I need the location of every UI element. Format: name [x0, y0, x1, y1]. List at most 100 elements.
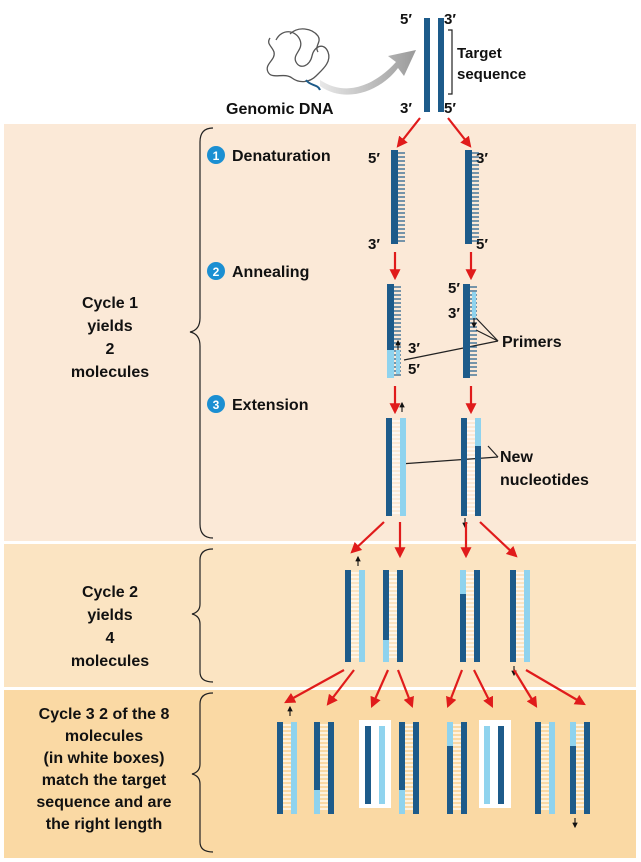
strand-segment — [291, 790, 297, 814]
strand-segment — [391, 150, 398, 244]
strand-segment — [345, 570, 351, 662]
red-arrow — [525, 669, 586, 706]
step-1-badge: 1 — [207, 146, 225, 164]
genomic-to-target-arrow — [320, 50, 416, 95]
cycle2-brace — [191, 548, 214, 683]
strand-segment — [359, 570, 365, 640]
strand-segment — [413, 722, 419, 814]
strand-segment — [570, 722, 576, 746]
cycle2-line1: Cycle 2 — [82, 584, 138, 601]
cycle3-line1: Cycle 3 2 of the 8 — [39, 706, 170, 723]
strand-segment — [465, 150, 472, 244]
strand-segment — [461, 418, 467, 516]
cycle2-panel — [4, 544, 636, 687]
strand-segment — [535, 722, 541, 814]
strand-segment — [365, 726, 371, 804]
strand-segment — [397, 570, 403, 662]
cycle3-molecule-1 — [277, 722, 297, 814]
primers-callout-lines — [403, 317, 499, 361]
denat-right-strand — [465, 150, 479, 244]
step-2-badge: 2 — [207, 262, 225, 280]
cycle3-brace — [191, 692, 214, 853]
strand-segment — [524, 594, 530, 662]
red-arrow — [370, 669, 390, 709]
strand-segment — [584, 722, 590, 814]
denat-left-strand — [391, 150, 405, 244]
red-arrow — [479, 521, 518, 558]
anneal-left-5-label: 5′ — [408, 361, 420, 378]
molecules-layer — [277, 150, 590, 814]
target-bracket — [448, 29, 453, 95]
strand-segment — [277, 722, 283, 814]
strand-segment — [399, 722, 405, 790]
strand-segment — [359, 640, 365, 662]
denat-right-5-label: 5′ — [476, 236, 488, 253]
cycle3-molecule-8 — [570, 722, 590, 814]
target-label-line2: sequence — [457, 66, 526, 83]
cycle1-line1: Cycle 1 — [82, 295, 138, 312]
cycle3-molecule-5 — [447, 722, 467, 814]
strand-segment — [460, 594, 466, 662]
red-arrow — [396, 669, 414, 709]
cycle3-line3: (in white boxes) — [44, 750, 165, 767]
target-label-line1: Target — [457, 45, 502, 62]
strand-segment — [424, 18, 430, 112]
cycle3-line4: match the target — [42, 772, 167, 789]
step-2-number: 2 — [213, 265, 220, 279]
red-arrow — [473, 669, 493, 708]
target-bottom-5-label: 5′ — [444, 100, 456, 117]
strand-segment — [549, 722, 555, 746]
strand-segment — [438, 18, 444, 112]
strand-segment — [328, 722, 334, 814]
strand-segment — [291, 722, 297, 790]
strand-segment — [387, 350, 394, 378]
cycle2-label: Cycle 2 yields 4 molecules — [71, 584, 149, 670]
cycle3-molecule-6 — [484, 726, 504, 804]
red-arrow — [284, 669, 345, 704]
strand-segment — [386, 418, 392, 516]
cycle2-line4: molecules — [71, 653, 149, 670]
genomic-dna-label: Genomic DNA — [226, 101, 334, 118]
red-arrow — [326, 669, 355, 706]
cycle1-line2: yields — [87, 318, 132, 335]
cycle2-line3: 4 — [106, 630, 115, 647]
new-nucleotides-callout-lines — [399, 445, 499, 465]
strand-segment — [474, 570, 480, 662]
strand-segment — [475, 446, 481, 516]
strand-segment — [314, 722, 320, 790]
extension-right-duplex — [461, 418, 481, 516]
strand-segment — [570, 746, 576, 814]
anneal-left-primer — [396, 350, 400, 374]
denat-right-3-label: 3′ — [476, 150, 488, 167]
cycle3-line2: molecules — [65, 728, 143, 745]
denat-left-5-label: 5′ — [368, 150, 380, 167]
strand-segment — [314, 790, 320, 814]
strand-segment — [400, 486, 406, 516]
step-3-badge: 3 — [207, 395, 225, 413]
target-top-3-label: 3′ — [444, 11, 456, 28]
target-bottom-3-label: 3′ — [400, 100, 412, 117]
cycle1-line4: molecules — [71, 364, 149, 381]
red-arrow — [447, 117, 472, 148]
step-1-number: 1 — [213, 149, 220, 163]
cycle3-molecule-2 — [314, 722, 334, 814]
strand-segment — [383, 640, 389, 662]
cycle3-molecule-7 — [535, 722, 555, 814]
red-arrow — [396, 117, 421, 148]
cycle2-molecule-3 — [460, 570, 480, 662]
cycle3-label: Cycle 3 2 of the 8 molecules (in white b… — [36, 706, 171, 833]
anneal-right-primer — [472, 292, 476, 318]
strand-segment — [400, 418, 406, 486]
cycle2-line2: yields — [87, 607, 132, 624]
cycle1-panel — [4, 124, 636, 541]
genomic-dna-icon — [266, 28, 330, 91]
cycle3-line5: sequence and are — [36, 794, 171, 811]
strand-segment — [383, 570, 389, 640]
cycle2-molecule-1 — [345, 570, 365, 662]
strand-segment — [484, 726, 490, 804]
extension-left-duplex — [386, 418, 406, 516]
strand-segment — [461, 722, 467, 814]
cycle1-line3: 2 — [106, 341, 115, 358]
step-denaturation-label: Denaturation — [232, 148, 331, 165]
strand-segment — [460, 570, 466, 594]
